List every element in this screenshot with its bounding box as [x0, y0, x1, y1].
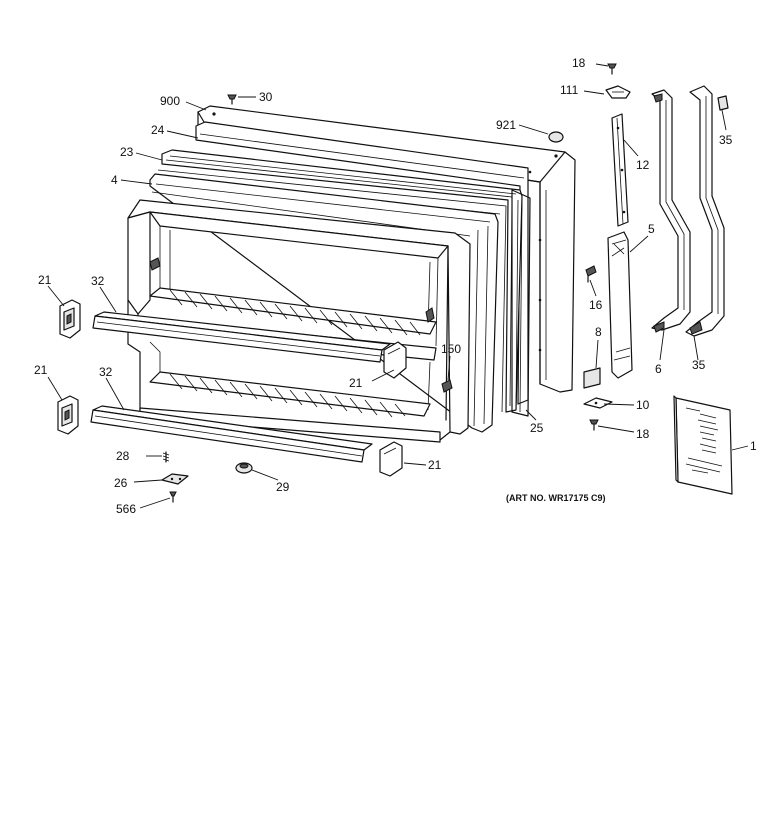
label-30: 30: [259, 90, 273, 104]
screw-18-bottom: [589, 419, 599, 431]
hinge-bracket: [605, 85, 631, 99]
label-21-upper-right: 21: [349, 376, 363, 390]
screw-30: [227, 94, 237, 105]
label-24: 24: [151, 123, 165, 137]
label-921: 921: [496, 118, 516, 132]
label-32-lower: 32: [99, 365, 113, 379]
label-5: 5: [648, 222, 655, 236]
label-566: 566: [116, 502, 136, 516]
label-18-top: 18: [572, 56, 586, 70]
door-stop-bar: [611, 113, 629, 227]
label-8-right: 8: [595, 325, 602, 339]
label-10: 10: [636, 398, 650, 412]
label-150: 150: [441, 342, 461, 356]
shelf-end-cap-upper-right: [383, 341, 407, 379]
door-handle: [651, 89, 691, 333]
door-insulation: [195, 121, 529, 405]
screw-18-top: [607, 63, 617, 75]
shelf-end-cap-upper-left: [59, 299, 81, 339]
door-shelf-bar-lower: [90, 405, 373, 463]
label-900: 900: [160, 94, 180, 108]
plug-button: [548, 131, 564, 143]
label-4: 4: [111, 173, 118, 187]
label-28: 28: [116, 449, 130, 463]
art-number: (ART NO. WR17175 C9): [506, 493, 606, 503]
label-111: 111: [560, 83, 579, 97]
label-21-upper-left: 21: [38, 273, 52, 287]
label-35-bottom: 35: [692, 358, 706, 372]
label-18-bottom: 18: [636, 427, 650, 441]
part-labels: 900 30 24 23 4 921 18 111 12 35 5 16 6 3…: [34, 56, 757, 516]
screw-16: [585, 265, 597, 283]
leader-lines: [47, 63, 749, 509]
label-6: 6: [655, 362, 662, 376]
instruction-manual: [673, 395, 733, 495]
handle-cap-top: [717, 95, 729, 111]
bracket-10: [583, 397, 613, 409]
label-21-lower-left: 21: [34, 363, 48, 377]
stop-8-right: [583, 367, 601, 389]
label-23: 23: [120, 145, 134, 159]
handle-trim: [685, 85, 725, 337]
hinge-plate-26: [161, 473, 189, 485]
door-shelf-bar-upper: [92, 311, 391, 363]
label-35-top: 35: [719, 133, 733, 147]
fastener-150: [441, 379, 453, 393]
label-25: 25: [530, 421, 544, 435]
door-frame-25: [511, 189, 531, 417]
label-26: 26: [114, 476, 128, 490]
bushing-29: [235, 462, 253, 474]
spring-28: [162, 451, 170, 463]
label-12: 12: [636, 158, 650, 172]
label-21-lower-right: 21: [428, 458, 442, 472]
label-1: 1: [750, 439, 757, 453]
shelf-end-cap-lower-left: [57, 395, 79, 435]
label-16: 16: [589, 298, 603, 312]
label-32-upper: 32: [91, 274, 105, 288]
handle-support: [607, 231, 633, 379]
screw-566: [169, 491, 177, 503]
shelf-end-cap-lower-right: [379, 441, 403, 477]
label-29: 29: [276, 480, 290, 494]
